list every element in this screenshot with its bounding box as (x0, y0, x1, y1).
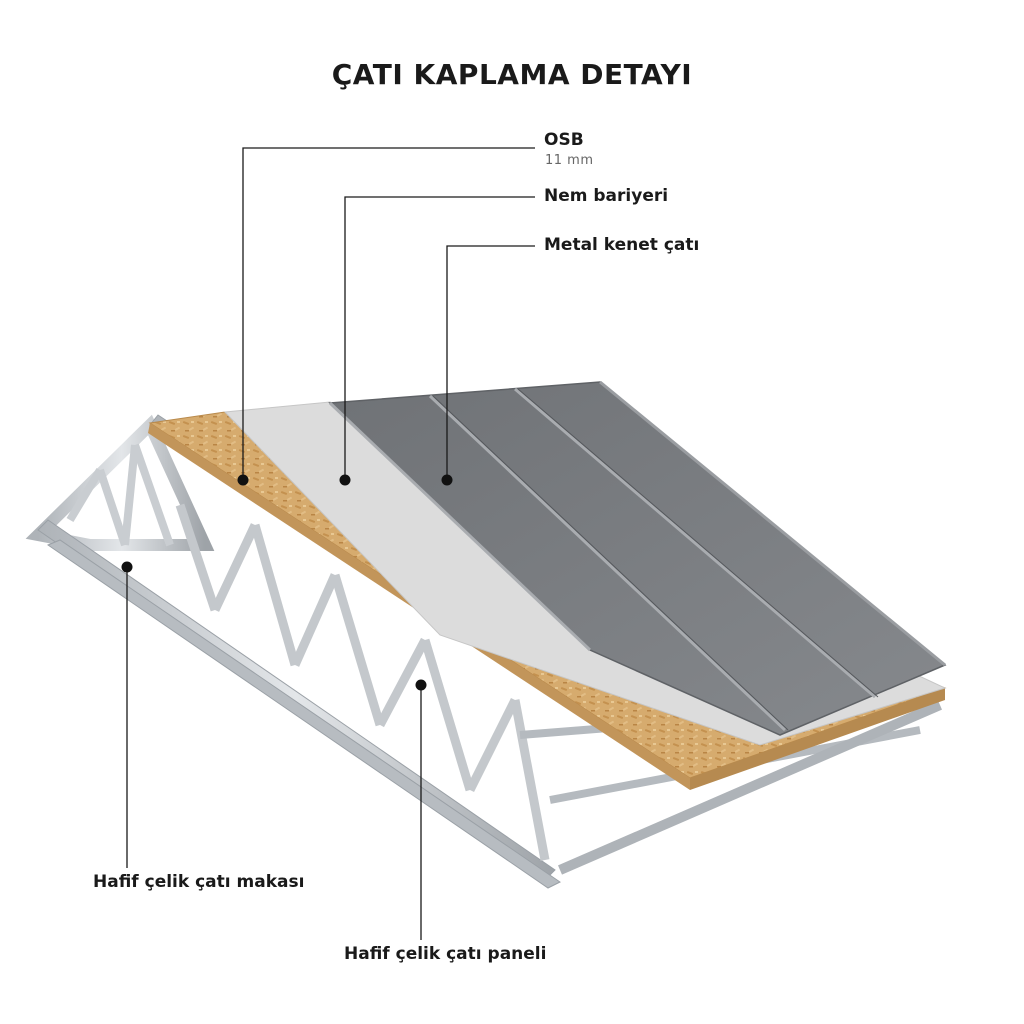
label-metal-seam-roof: Metal kenet çatı (544, 235, 700, 255)
steel-truss-dot (121, 561, 133, 573)
leader-dots (121, 474, 453, 691)
metal-seam-roof (328, 380, 947, 736)
label-moisture-barrier: Nem bariyeri (544, 186, 669, 206)
label-steel-truss: Hafif çelik çatı makası (93, 872, 305, 892)
osb-dot (237, 474, 249, 486)
label-steel-panel: Hafif çelik çatı paneli (344, 944, 547, 964)
label-osb-thickness: 11 mm (545, 153, 594, 168)
diagram-title: ÇATI KAPLAMA DETAYI (331, 58, 693, 91)
moisture-barrier-dot (339, 474, 351, 486)
steel-panel-dot (415, 679, 427, 691)
label-osb: OSB (544, 130, 584, 150)
metal-roof-dot (441, 474, 453, 486)
leader-lines (126, 147, 535, 940)
